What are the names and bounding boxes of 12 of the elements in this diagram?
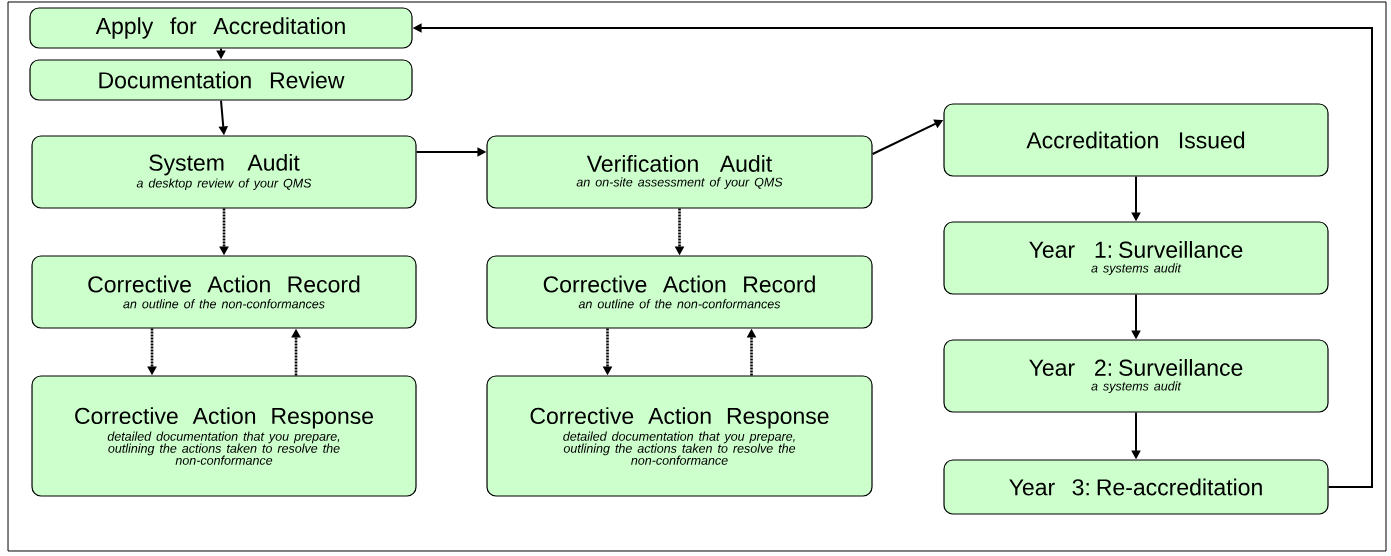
- process-box: Verification Audit an on-site assessment of your QMS: [486, 135, 873, 209]
- process-box: Apply for Accreditation: [29, 7, 413, 49]
- process-box: Corrective Action Response detailed documentation that you prepare, outlining the actions taken to resolve the non-conformance: [31, 375, 417, 497]
- process-box: Corrective Action Record an outline of the non-conformances: [31, 255, 417, 329]
- process-box: System Audit a desktop review of your QMS: [31, 135, 417, 209]
- process-box: Year 1: Surveillance a systems audit: [943, 221, 1329, 295]
- process-box: Year 3: Re-accreditation: [943, 459, 1329, 515]
- process-box: Corrective Action Response detailed documentation that you prepare, outlining the actions taken to resolve the non-conformance: [486, 375, 873, 497]
- process-box: Year 2: Surveillance a systems audit: [943, 339, 1329, 413]
- process-box: Accreditation Issued: [943, 103, 1329, 177]
- process-box: Corrective Action Record an outline of the non-conformances: [486, 255, 873, 329]
- process-box: Documentation Review: [29, 59, 413, 101]
